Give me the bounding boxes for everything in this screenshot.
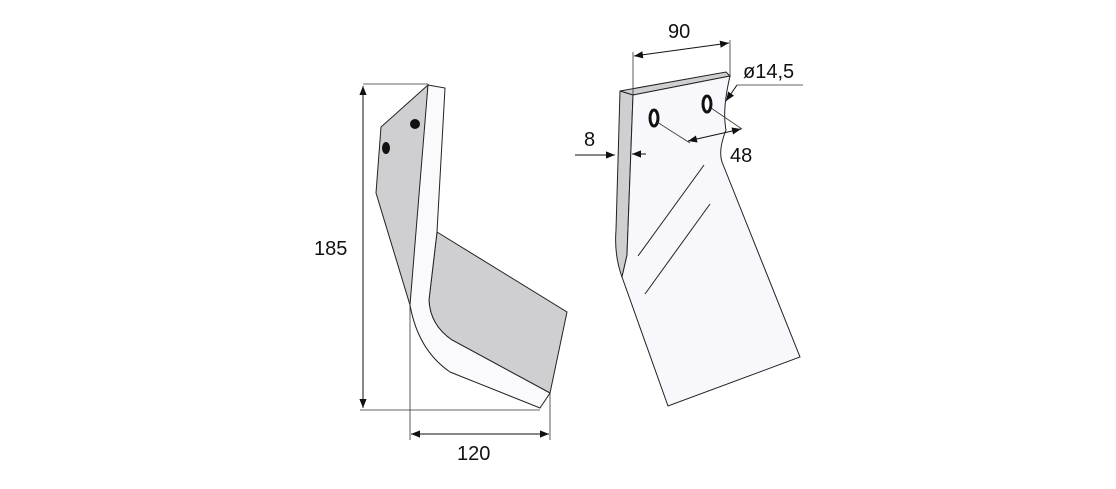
bolt-hole xyxy=(410,119,420,129)
front-edge-strip xyxy=(409,84,551,409)
width-dimension-line xyxy=(633,40,730,59)
hole-spacing-label: 48 xyxy=(730,145,752,167)
bolt-hole xyxy=(701,94,713,114)
spacing-extension xyxy=(656,121,691,144)
bolt-hole xyxy=(648,108,660,128)
height-label: 185 xyxy=(314,238,347,260)
width-label: 120 xyxy=(457,443,490,465)
hatch-line xyxy=(644,203,711,295)
spacing-dimension-line xyxy=(687,127,742,143)
right-front-view: 90 ø14,5 48 8 xyxy=(575,21,803,407)
bolt-hole xyxy=(382,142,390,154)
thickness-label: 8 xyxy=(584,129,595,151)
hole-diameter-label: ø14,5 xyxy=(743,61,794,83)
hatch-line xyxy=(637,164,705,257)
left-side-view: 185 120 xyxy=(314,83,568,465)
width-label: 90 xyxy=(668,21,690,43)
diameter-leader-arrow xyxy=(725,84,738,102)
spacing-extension xyxy=(710,107,743,130)
